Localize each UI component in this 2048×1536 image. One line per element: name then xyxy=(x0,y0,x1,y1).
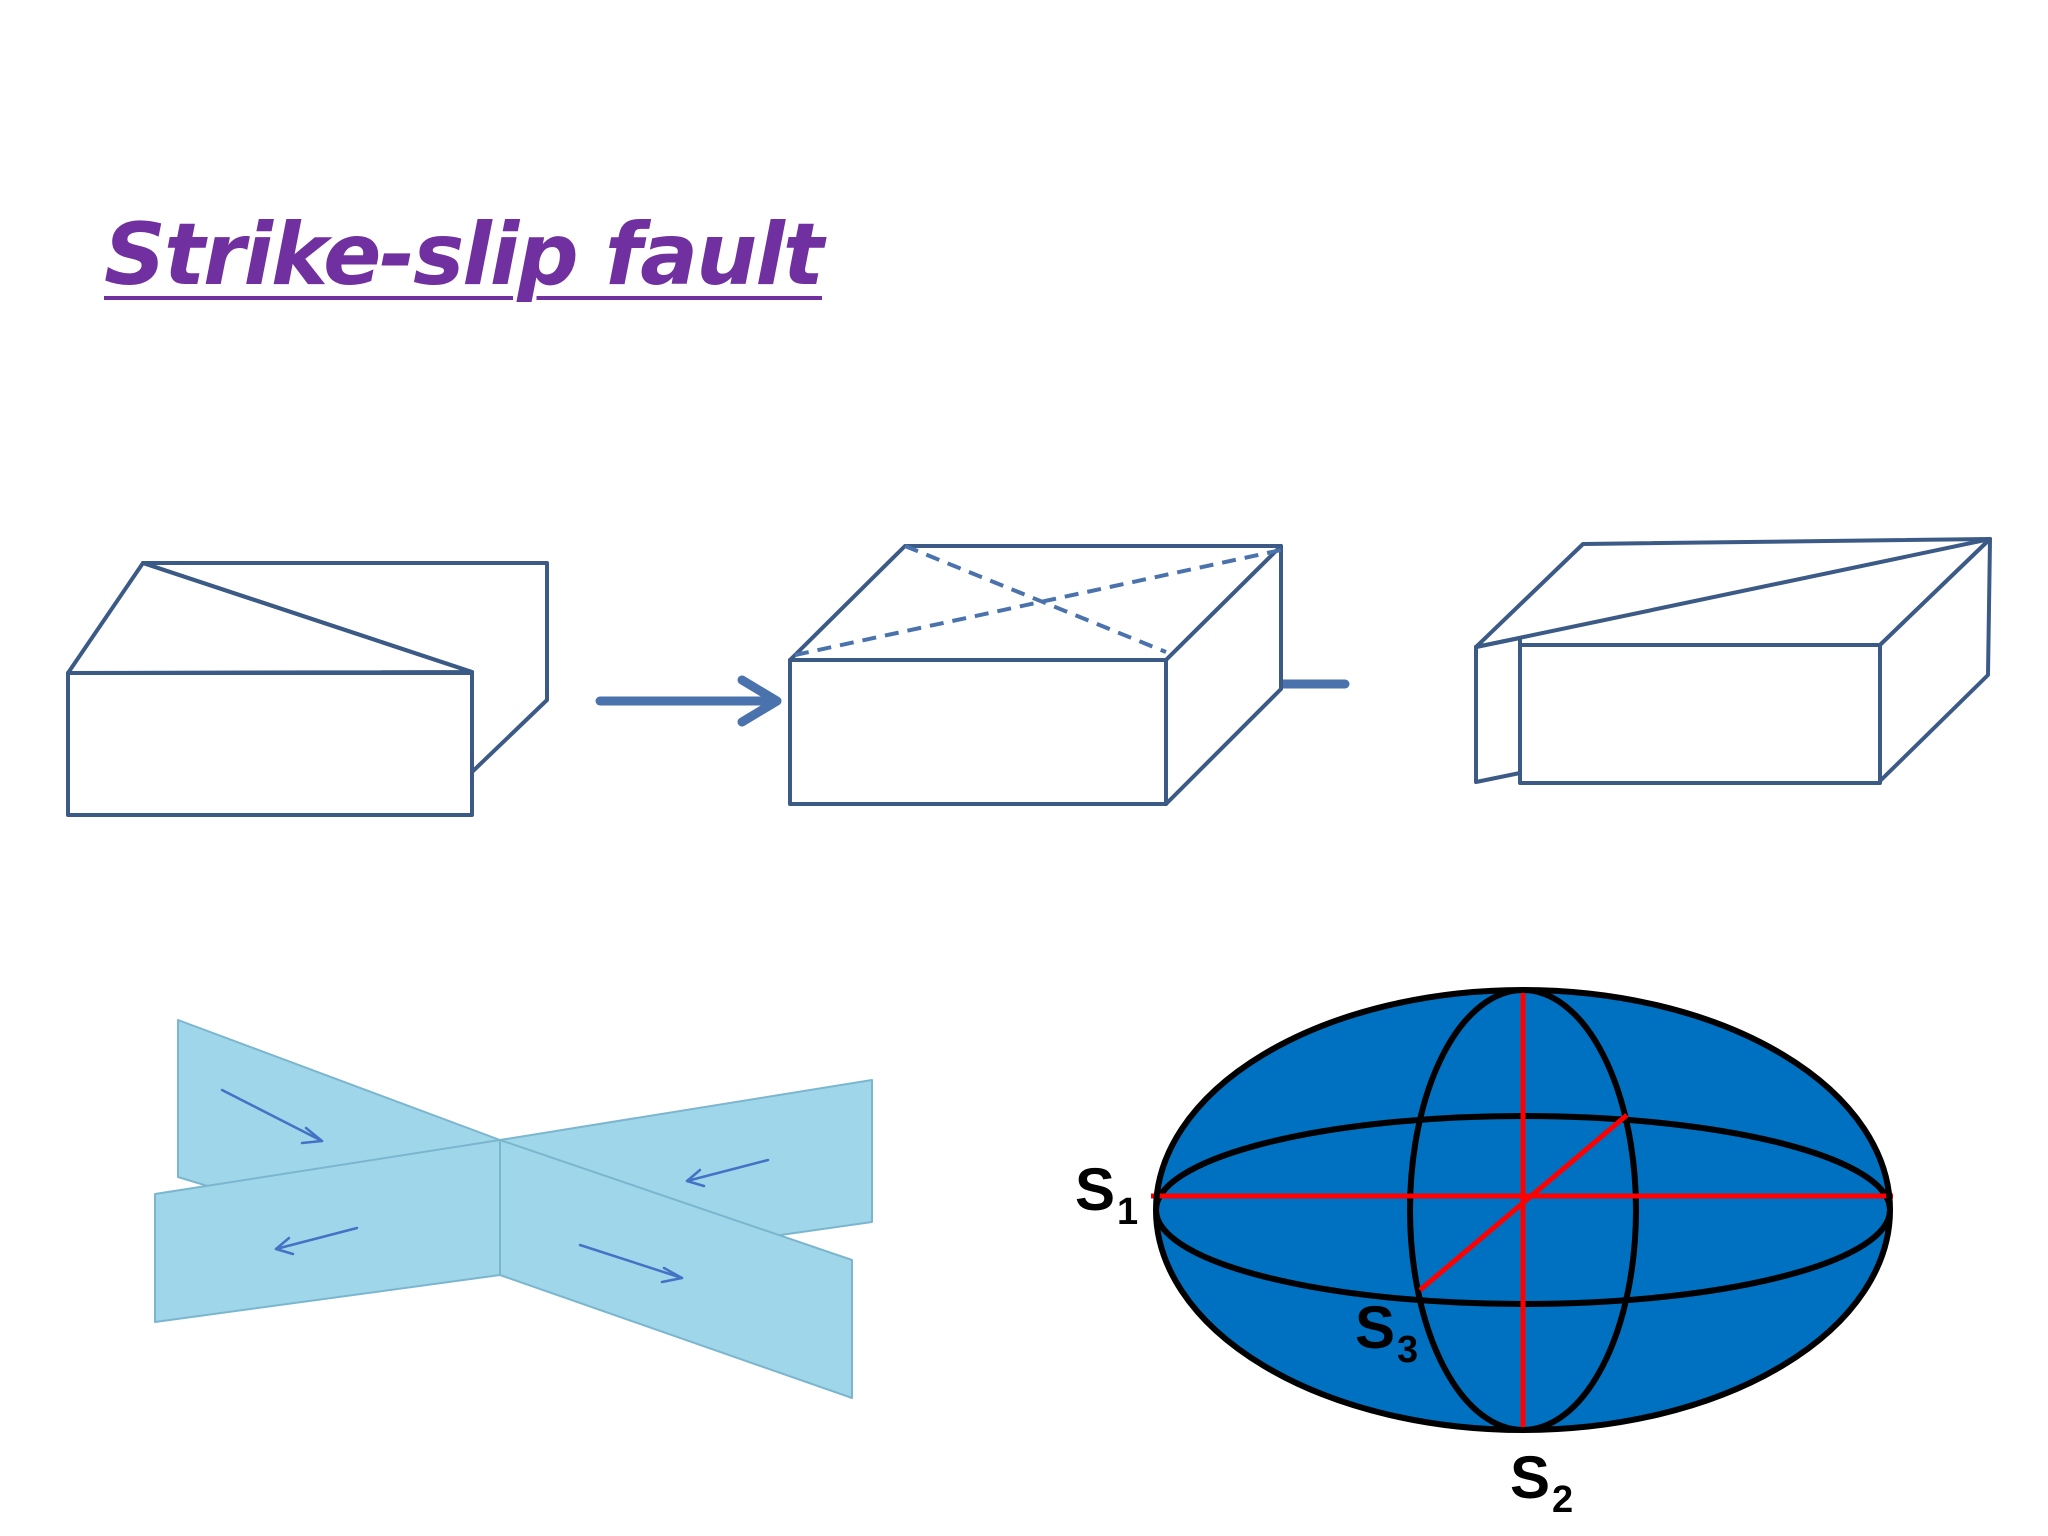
axis-s3 xyxy=(1418,1113,1629,1292)
conjugate-fault-trace-1 xyxy=(904,544,1167,654)
slip-arrow-icon xyxy=(274,1226,359,1256)
slide-title: Strike-slip fault xyxy=(104,205,824,305)
slip-arrow-icon xyxy=(220,1088,324,1145)
stress-ellipsoid xyxy=(1151,987,1893,1433)
fault-trace xyxy=(1474,537,1992,649)
conjugate-fault-planes xyxy=(154,1019,873,1399)
slip-arrow-icon xyxy=(578,1243,684,1284)
meridian-ellipse xyxy=(1407,990,1639,1430)
faulted-block-right xyxy=(1474,537,1992,785)
conjugate-fault-trace-2 xyxy=(794,548,1282,657)
label-s1: S1 xyxy=(1075,1156,1139,1233)
ellipsoid-outline xyxy=(1153,987,1893,1433)
faulted-block-left xyxy=(66,561,549,817)
label-s3: S3 xyxy=(1355,1294,1419,1371)
label-s2: S2 xyxy=(1510,1444,1574,1521)
stress-arrow-right-icon xyxy=(595,675,782,727)
compressed-block xyxy=(788,544,1283,806)
slip-arrow-icon xyxy=(685,1158,770,1188)
fault-trace xyxy=(141,561,474,674)
